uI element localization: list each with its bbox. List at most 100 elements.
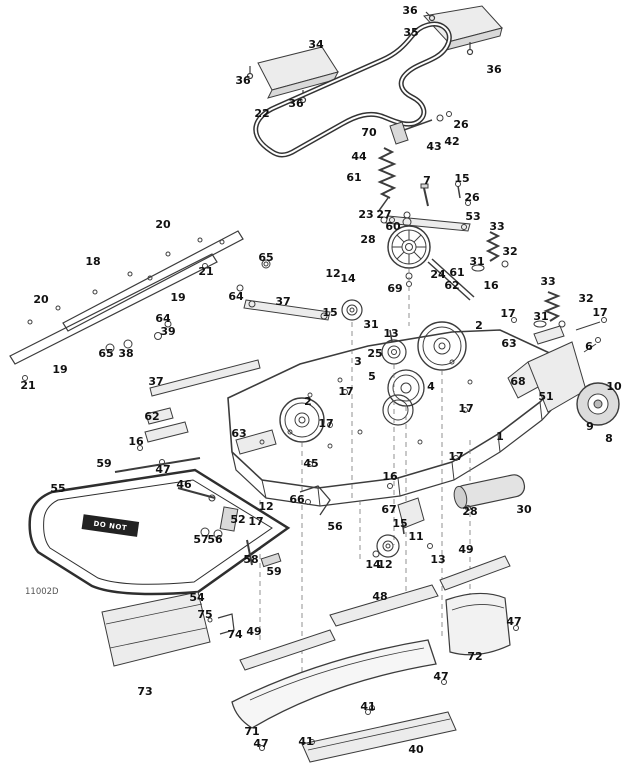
callout-62: 62 [144,410,159,423]
callout-67: 67 [381,503,396,516]
callout-44: 44 [351,150,367,163]
callout-60: 60 [385,220,401,233]
callout-74: 74 [227,628,243,641]
callout-28: 28 [462,505,477,518]
callout-19: 19 [52,363,67,376]
callout-37: 37 [148,375,163,388]
callout-17: 17 [318,417,333,430]
callout-3: 3 [354,355,362,368]
callout-45: 45 [303,457,318,470]
callout-13: 13 [383,327,398,340]
callout-47: 47 [506,615,521,628]
callout-21: 21 [198,265,213,278]
callout-49: 49 [458,543,473,556]
callout-39: 39 [160,325,175,338]
callout-59: 59 [96,457,111,470]
callout-2: 2 [304,395,312,408]
callout-1: 1 [496,430,504,443]
callout-51: 51 [538,390,553,403]
callout-72: 72 [467,650,482,663]
callout-65: 65 [258,251,273,264]
callout-63: 63 [231,427,246,440]
callout-16: 16 [483,279,499,292]
callout-43: 43 [426,140,441,153]
callout-15: 15 [454,172,469,185]
callout-55: 55 [50,482,65,495]
callout-59: 59 [266,565,281,578]
idler-rod-springs [427,231,607,345]
callout-10: 10 [606,380,622,393]
callout-68: 68 [510,375,525,388]
callout-71: 71 [244,725,259,738]
callout-54: 54 [189,591,205,604]
caster-arm-wheel [507,337,620,426]
alignment-lines [259,268,471,690]
callout-46: 46 [176,478,192,491]
callout-61: 61 [346,171,361,184]
callout-16: 16 [382,470,398,483]
callout-16: 16 [128,435,144,448]
callout-33: 33 [489,220,504,233]
callout-42: 42 [444,135,459,148]
callout-20: 20 [33,293,49,306]
callout-24: 24 [430,268,446,281]
idler-spring-assembly [377,111,471,224]
callout-17: 17 [448,450,463,463]
callout-32: 32 [578,292,593,305]
callout-34: 34 [308,38,324,51]
callout-12: 12 [258,500,273,513]
callout-36: 36 [402,4,418,17]
callout-23: 23 [358,208,373,221]
callout-31: 31 [469,255,484,268]
callout-64: 64 [228,290,244,303]
callout-48: 48 [372,590,387,603]
callout-27: 27 [376,208,391,221]
drive-belt [253,21,452,158]
deflector-shield: DO NOT [28,457,291,596]
callout-47: 47 [253,737,268,750]
callout-12: 12 [377,558,392,571]
left-rails [9,230,244,381]
callout-33: 33 [540,275,555,288]
warning-label: DO NOT [81,514,140,537]
callout-15: 15 [322,306,337,319]
callout-30: 30 [516,503,532,516]
callout-14: 14 [365,558,381,571]
callout-17: 17 [500,307,515,320]
callout-70: 70 [361,126,377,139]
callout-2: 2 [475,319,483,332]
bottom-baffles [207,555,511,671]
callout-35: 35 [403,26,418,39]
callout-5: 5 [368,370,376,383]
belt-cover-parts [246,5,503,104]
callout-11: 11 [408,530,423,543]
callout-62: 62 [444,279,459,292]
callout-20: 20 [155,218,171,231]
callout-56: 56 [327,520,343,533]
callout-8: 8 [605,432,613,445]
callout-66: 66 [289,493,305,506]
callout-14: 14 [340,272,356,285]
callout-19: 19 [170,291,185,304]
callout-12: 12 [325,267,340,280]
callout-32: 32 [502,245,517,258]
drawing-number: 11002D [25,587,59,597]
callout-31: 31 [363,318,378,331]
callout-36: 36 [288,97,304,110]
callout-17: 17 [458,402,473,415]
callout-26: 26 [464,191,480,204]
callout-36: 36 [235,74,251,87]
callout-21: 21 [20,379,35,392]
callout-25: 25 [367,347,382,360]
callout-9: 9 [586,420,594,433]
callout-40: 40 [408,743,424,756]
callout-65: 65 [98,347,113,360]
callout-75: 75 [197,608,212,621]
callout-57: 57 [193,533,208,546]
discharge-chute-parts [101,591,519,763]
pushbar-links [105,259,331,484]
callout-17: 17 [592,306,607,319]
callout-47: 47 [155,463,170,476]
